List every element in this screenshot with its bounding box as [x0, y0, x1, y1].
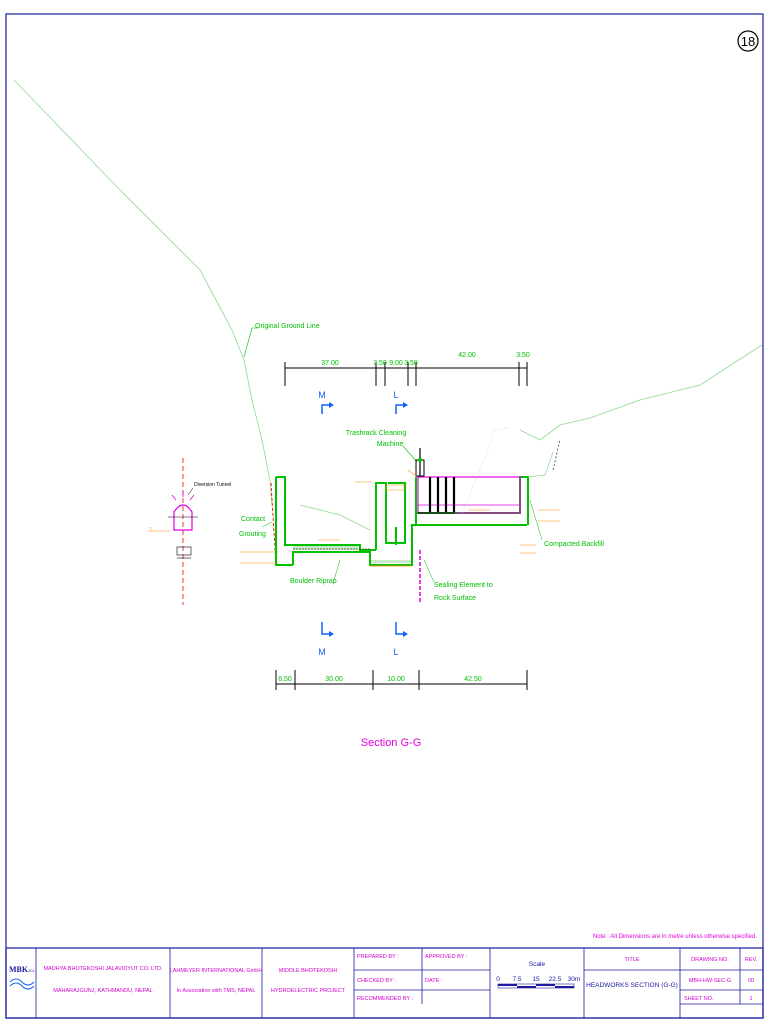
dimension-line-bottom	[275, 670, 528, 690]
scale-tick-4: 30m	[568, 976, 581, 983]
sheet-number-badge: 18	[737, 30, 759, 52]
sheet-number: 18	[741, 34, 755, 49]
left-elevation-marks	[240, 551, 278, 564]
sheet-border	[5, 13, 764, 1019]
company-logo: MBK JCL	[9, 965, 36, 990]
drawing-no-header: DRAWING NO.	[691, 957, 729, 963]
section-mark-l-top: L	[393, 390, 408, 414]
tunnel-elevation-mark: ▽	[149, 526, 153, 531]
dim-top-2: 3.50	[373, 360, 387, 367]
compacted-backfill-label: Compacted Backfill	[529, 499, 604, 548]
trashrack-bars	[428, 477, 456, 512]
intake-steelwork	[417, 476, 521, 603]
sealing-element-line2: Rock Surface	[434, 595, 476, 602]
dim-top-1: 37.00	[321, 360, 339, 367]
dim-top-5: 42.00	[458, 352, 476, 359]
section-mark-l-bottom: L	[393, 622, 408, 657]
scale-tick-1: 7.5	[512, 976, 521, 983]
consultant-association: In Association with TMS, NEPAL	[177, 988, 256, 994]
section-mark-m-label-top: M	[318, 390, 326, 400]
logo-text: MBK	[9, 965, 29, 974]
client-address: MAHARAJGUNJ, KATHMANDU, NEPAL	[53, 988, 152, 994]
boulder-riprap-text: Boulder Riprap	[290, 578, 337, 585]
sealing-element-label: Sealing Element to Rock Surface	[423, 559, 493, 602]
basin-floor	[293, 546, 412, 567]
dim-top-6: 3.50	[516, 352, 530, 359]
approved-by: APPROVED BY :	[425, 954, 468, 960]
prepared-by: PREPARED BY :	[357, 954, 399, 960]
section-mark-m-bottom: M	[318, 622, 334, 657]
right-elevation-marks	[318, 481, 560, 554]
checked-by: CHECKED BY :	[357, 978, 396, 984]
diversion-tunnel: Diversion Tunnel ▽	[148, 458, 231, 605]
dim-bottom-2: 30.00	[325, 676, 343, 683]
section-mark-m-label-bottom: M	[318, 647, 326, 657]
project-name-line2: HYDROELECTRIC PROJECT	[271, 988, 346, 994]
dimension-note: Note : All Dimensions are in metre unles…	[593, 934, 757, 940]
original-ground-line-label: Original Ground Line	[255, 323, 320, 330]
backfill-slope	[461, 427, 561, 514]
sealing-element-line1: Sealing Element to	[434, 582, 493, 589]
section-mark-l-label-top: L	[393, 390, 398, 400]
title-value: HEADWORKS SECTION (G-G)	[586, 982, 678, 989]
project-name-line1: MIDDLE BHOTEKOSHI	[279, 968, 338, 974]
drawing-no-value: MBH-HW-SEC-G	[689, 978, 731, 984]
scale-tick-0: 0	[496, 976, 500, 983]
recommended-by: RECOMMENDED BY :	[357, 996, 414, 1002]
original-ground-line	[13, 79, 763, 531]
contact-grouting-line1: Contact	[241, 516, 265, 523]
contact-grouting-line2: Grouting	[239, 531, 266, 538]
dim-bottom-1: 6.50	[278, 676, 292, 683]
section-title: Section G-G	[361, 737, 422, 749]
dim-top-4: 3.50	[404, 360, 418, 367]
scale-tick-2: 15	[532, 976, 540, 983]
rev-header: REV.	[745, 957, 758, 963]
dim-bottom-4: 42.50	[464, 676, 482, 683]
client-name: MADHYA BHOTEKOSHI JALAVIDYUT CO. LTD.	[43, 966, 163, 972]
scale-bar: Scale 0 7.5 15 22.5 30m	[496, 961, 581, 989]
sloped-track	[385, 469, 417, 491]
date-field: DATE :	[425, 978, 443, 984]
contact-grouting: Contact Grouting	[239, 482, 277, 566]
logo-sub: JCL	[28, 968, 36, 973]
trashrack-label-line1: Trashrack Cleaning	[346, 430, 407, 437]
trashrack-label: Trashrack Cleaning Machine	[346, 430, 418, 463]
title-block: MBK JCL MADHYA BHOTEKOSHI JALAVIDYUT CO.…	[5, 947, 764, 1019]
consultant-name: LAHMEYER INTERNATIONAL GmbH	[170, 968, 263, 974]
boulder-riprap-label: Boulder Riprap	[290, 559, 341, 585]
rev-value: 00	[748, 978, 754, 984]
sheet-no-value: 1	[749, 996, 752, 1002]
dim-bottom-3: 10.00	[387, 676, 405, 683]
section-mark-l-label-bottom: L	[393, 647, 398, 657]
original-ground-leader: Original Ground Line	[243, 323, 320, 358]
trashrack-label-line2: Machine	[377, 441, 404, 448]
section-mark-m-top: M	[318, 390, 334, 414]
compacted-backfill-text: Compacted Backfill	[544, 541, 604, 548]
dimension-values-top: 37.00 3.50 9.00 3.50 42.00 3.50	[321, 352, 530, 367]
title-header: TITLE	[625, 957, 640, 963]
diversion-tunnel-label: Diversion Tunnel	[194, 482, 231, 488]
trashrack-cleaning-machine	[415, 448, 425, 477]
scale-label: Scale	[529, 961, 546, 968]
dimension-values-bottom: 6.50 30.00 10.00 42.50	[278, 676, 482, 683]
scale-tick-3: 22.5	[549, 976, 562, 983]
dimension-line-top	[284, 362, 528, 386]
sheet-no-header: SHEET NO.	[684, 996, 714, 1002]
dim-top-3: 9.00	[389, 360, 403, 367]
